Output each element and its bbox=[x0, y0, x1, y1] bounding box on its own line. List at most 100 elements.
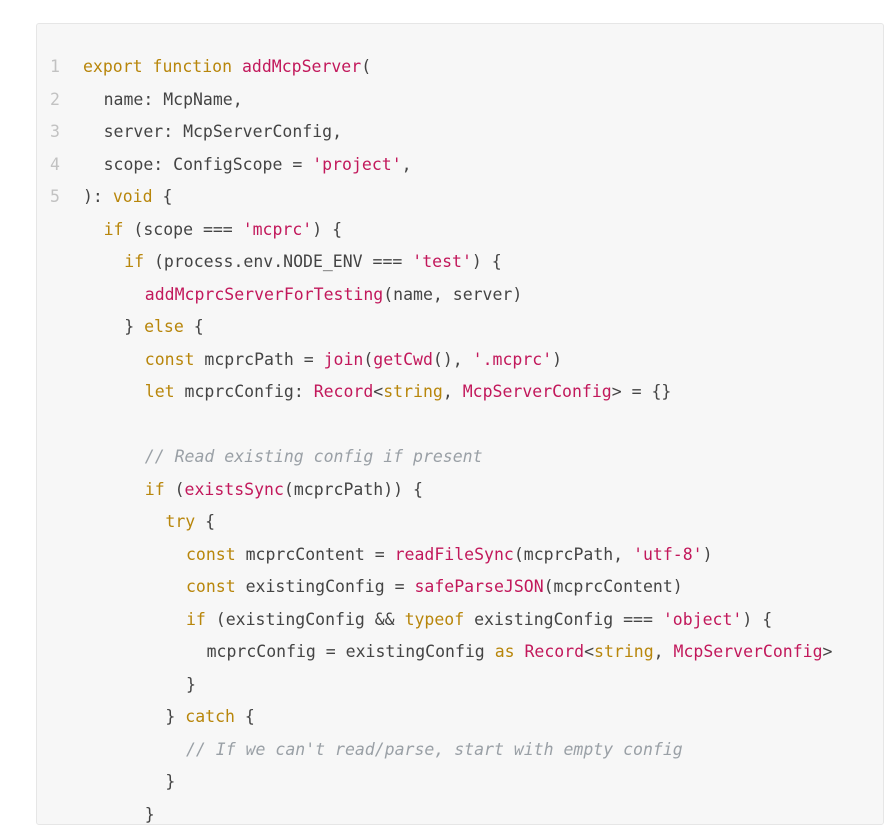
code-line: const mcprcContent = readFileSync(mcprcP… bbox=[37, 539, 883, 572]
code-token bbox=[232, 57, 242, 76]
code-token: (scope === bbox=[123, 220, 242, 239]
code-token: if bbox=[124, 252, 144, 271]
code-token: scope: ConfigScope = bbox=[104, 155, 313, 174]
code-token: addMcpServer bbox=[242, 57, 361, 76]
code-token: McpServerConfig bbox=[674, 642, 823, 661]
code-line: 5): void { bbox=[37, 181, 883, 214]
code-text: // If we can't read/parse, start with em… bbox=[186, 734, 683, 767]
code-token: , bbox=[402, 155, 412, 174]
code-token: Record bbox=[525, 642, 585, 661]
code-token: name: McpName, bbox=[104, 90, 243, 109]
code-token: string bbox=[383, 382, 443, 401]
code-token: try bbox=[165, 512, 195, 531]
code-token: existingConfig === bbox=[464, 610, 663, 629]
code-text: mcprcConfig = existingConfig as Record<s… bbox=[207, 636, 833, 669]
code-token: if bbox=[104, 220, 124, 239]
code-token bbox=[143, 57, 153, 76]
code-text: name: McpName, bbox=[104, 84, 243, 117]
code-token: } bbox=[165, 772, 175, 791]
code-line: // If we can't read/parse, start with em… bbox=[37, 734, 883, 767]
code-text: export function addMcpServer( bbox=[83, 51, 371, 84]
code-token: if bbox=[186, 610, 206, 629]
code-token: { bbox=[184, 317, 204, 336]
code-token: mcprcContent = bbox=[236, 545, 395, 564]
code-token: , bbox=[654, 642, 674, 661]
code-token: readFileSync bbox=[395, 545, 514, 564]
code-token: > bbox=[823, 642, 833, 661]
code-text: } bbox=[165, 766, 175, 799]
code-token: (name, server) bbox=[383, 285, 522, 304]
code-token: export bbox=[83, 57, 143, 76]
code-token: server: McpServerConfig, bbox=[104, 122, 342, 141]
line-number: 3 bbox=[50, 116, 70, 149]
code-line: 2 name: McpName, bbox=[37, 84, 883, 117]
code-token: { bbox=[153, 187, 173, 206]
code-line: const existingConfig = safeParseJSON(mcp… bbox=[37, 571, 883, 604]
code-text: if (process.env.NODE_ENV === 'test') { bbox=[124, 246, 502, 279]
code-token: join bbox=[324, 350, 364, 369]
code-line: mcprcConfig = existingConfig as Record<s… bbox=[37, 636, 883, 669]
code-token: void bbox=[113, 187, 153, 206]
code-token: { bbox=[195, 512, 215, 531]
code-text: } else { bbox=[124, 311, 204, 344]
code-token: addMcprcServerForTesting bbox=[145, 285, 383, 304]
code-text: scope: ConfigScope = 'project', bbox=[104, 149, 412, 182]
line-number: 2 bbox=[50, 84, 70, 117]
code-token: > = {} bbox=[612, 382, 672, 401]
code-line: 4 scope: ConfigScope = 'project', bbox=[37, 149, 883, 182]
code-token: '.mcprc' bbox=[473, 350, 552, 369]
code-line: if (existingConfig && typeof existingCon… bbox=[37, 604, 883, 637]
code-token: mcprcPath = bbox=[194, 350, 323, 369]
line-number: 5 bbox=[50, 181, 70, 214]
code-token: } bbox=[186, 675, 196, 694]
code-token: as bbox=[495, 642, 515, 661]
code-token: existsSync bbox=[185, 480, 284, 499]
code-text: server: McpServerConfig, bbox=[104, 116, 342, 149]
code-line: addMcprcServerForTesting(name, server) bbox=[37, 279, 883, 312]
code-line: } catch { bbox=[37, 701, 883, 734]
code-token: 'mcprc' bbox=[243, 220, 313, 239]
code-token: } bbox=[124, 317, 144, 336]
code-token: (mcprcContent) bbox=[544, 577, 683, 596]
code-line: const mcprcPath = join(getCwd(), '.mcprc… bbox=[37, 344, 883, 377]
code-token: ( bbox=[361, 57, 371, 76]
code-text: try { bbox=[165, 506, 215, 539]
code-text: } catch { bbox=[165, 701, 254, 734]
code-token: Record bbox=[314, 382, 374, 401]
code-token: // Read existing config if present bbox=[145, 447, 483, 466]
code-text: if (scope === 'mcprc') { bbox=[104, 214, 342, 247]
code-text: const existingConfig = safeParseJSON(mcp… bbox=[186, 571, 683, 604]
code-token: if bbox=[145, 480, 165, 499]
code-token: const bbox=[186, 577, 236, 596]
code-line: 1 export function addMcpServer( bbox=[37, 51, 883, 84]
code-text: let mcprcConfig: Record<string, McpServe… bbox=[145, 376, 672, 409]
code-token: let bbox=[145, 382, 175, 401]
code-token: } bbox=[145, 805, 155, 824]
code-token: string bbox=[594, 642, 654, 661]
line-number: 4 bbox=[50, 149, 70, 182]
code-token: existingConfig = bbox=[236, 577, 415, 596]
code-token: typeof bbox=[405, 610, 465, 629]
code-token: ( bbox=[363, 350, 373, 369]
code-line: } bbox=[37, 669, 883, 702]
code-token: // If we can't read/parse, start with em… bbox=[186, 740, 683, 759]
code-token: const bbox=[145, 350, 195, 369]
code-token: (mcprcPath)) { bbox=[284, 480, 423, 499]
code-line: } bbox=[37, 766, 883, 799]
code-text: if (existingConfig && typeof existingCon… bbox=[186, 604, 772, 637]
code-text: } bbox=[145, 799, 155, 825]
code-token: (mcprcPath, bbox=[514, 545, 633, 564]
code-text: const mcprcPath = join(getCwd(), '.mcprc… bbox=[145, 344, 562, 377]
code-line: if (existsSync(mcprcPath)) { bbox=[37, 474, 883, 507]
code-token: function bbox=[153, 57, 232, 76]
code-token: 'utf-8' bbox=[633, 545, 703, 564]
code-token: mcprcConfig = existingConfig bbox=[207, 642, 495, 661]
code-text: } bbox=[186, 669, 196, 702]
code-token: < bbox=[373, 382, 383, 401]
line-number: 1 bbox=[50, 51, 70, 84]
code-line: if (scope === 'mcprc') { bbox=[37, 214, 883, 247]
code-token: const bbox=[186, 545, 236, 564]
code-token: 'project' bbox=[312, 155, 401, 174]
code-token: ) bbox=[552, 350, 562, 369]
